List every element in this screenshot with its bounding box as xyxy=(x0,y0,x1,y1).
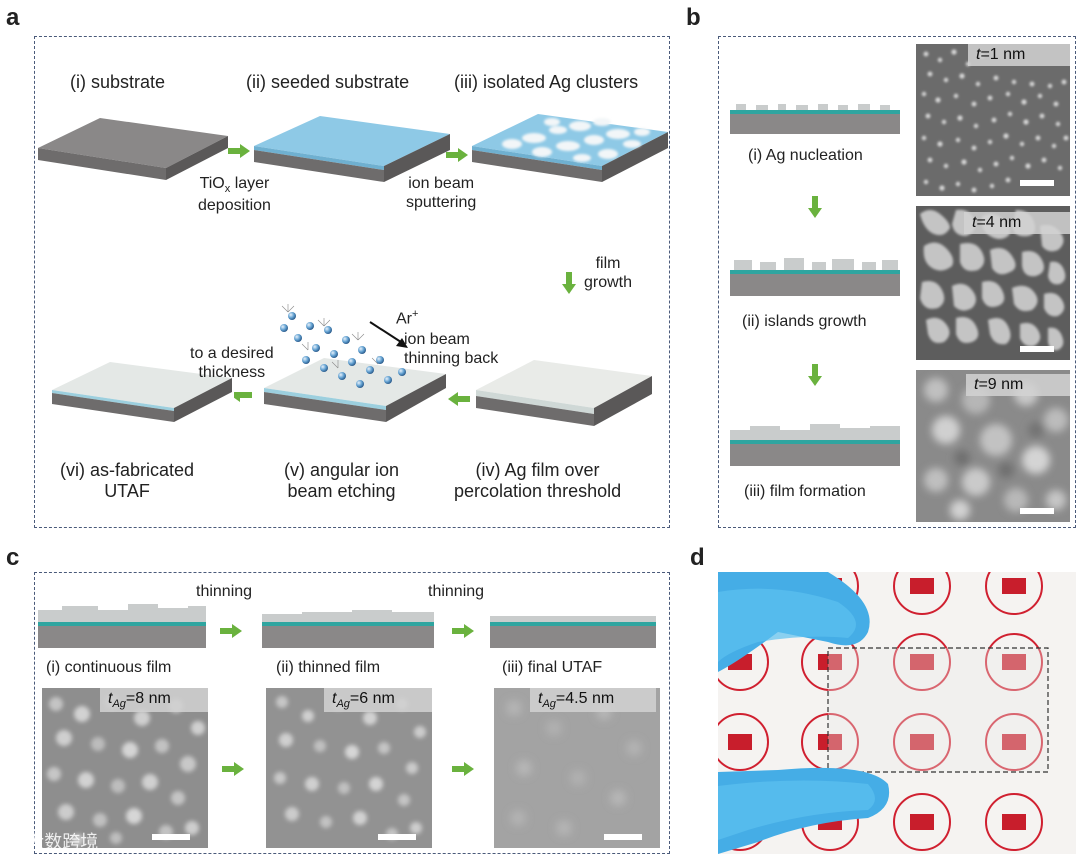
arrow-ii-iii xyxy=(446,148,468,162)
c-stage-i-label: (i) continuous film xyxy=(46,659,172,676)
panel-a-letter: a xyxy=(6,4,20,31)
c-sem-arrow-2 xyxy=(452,762,474,776)
thinning-label-2: thinning xyxy=(428,583,485,600)
panel-d-letter: d xyxy=(690,544,705,571)
arrow-iv-v xyxy=(448,392,470,406)
watermark: ☯ 大数跨境 xyxy=(8,832,99,853)
watermark-logo-icon: ☯ xyxy=(8,836,21,852)
panel-c-frame xyxy=(34,572,670,854)
sem-image-9nm: t=9 nm xyxy=(916,370,1070,522)
b-stage-ii-label: (ii) islands growth xyxy=(742,313,867,330)
sem-image-4-5nm: tAg=4.5 nm xyxy=(494,688,660,848)
isolated-clusters-slab xyxy=(472,114,668,182)
seeded-substrate-slab xyxy=(254,116,450,182)
panel-b-frame xyxy=(718,36,1076,528)
sem-image-1nm: t=1 nm xyxy=(916,44,1070,196)
panel-b-letter: b xyxy=(686,4,701,31)
step-ii-label: (ii) seeded substrate xyxy=(246,72,410,92)
step-iii-label: (iii) isolated Ag clusters xyxy=(454,72,639,92)
substrate-slab xyxy=(38,118,228,180)
c-arrow-1 xyxy=(220,624,242,638)
scale-bar xyxy=(152,834,190,840)
b-arrow-2 xyxy=(808,364,822,386)
thinned-film-cross-section xyxy=(262,610,434,648)
ag-film-slab xyxy=(476,360,652,426)
nucleation-cross-section xyxy=(730,104,900,134)
sem-4nm-label: t=4 nm xyxy=(964,212,1070,234)
film-growth-arrow xyxy=(562,272,576,294)
ar-beam-arrow xyxy=(369,321,408,348)
arrow-i-ii xyxy=(228,144,250,158)
c-stage-ii-label: (ii) thinned film xyxy=(276,659,381,676)
final-utaf-cross-section xyxy=(490,616,656,648)
b-stage-i-label: (i) Ag nucleation xyxy=(748,147,863,164)
tiox-deposition-label: TiOx layer deposition xyxy=(198,175,271,215)
etching-slab xyxy=(264,304,446,422)
arrow-v-vi xyxy=(234,392,252,402)
scale-bar xyxy=(378,834,416,840)
sem-image-4nm: t=4 nm xyxy=(916,206,1070,360)
c-sem-arrow-1 xyxy=(222,762,244,776)
glove-icon xyxy=(718,572,890,854)
sem-1nm-label: t=1 nm xyxy=(968,44,1070,66)
scale-bar xyxy=(1020,180,1054,186)
b-arrow-1 xyxy=(808,196,822,218)
scale-bar xyxy=(1020,346,1054,352)
utaf-slab xyxy=(52,362,232,422)
islands-cross-section xyxy=(730,258,900,296)
scale-bar xyxy=(604,834,642,840)
sem-9nm-label: t=9 nm xyxy=(966,374,1070,396)
sem-8nm-label: tAg=8 nm xyxy=(100,688,208,713)
utaf-photo xyxy=(718,572,1076,854)
c-stage-iii-label: (iii) final UTAF xyxy=(502,659,603,676)
sem-4-5nm-label: tAg=4.5 nm xyxy=(530,688,656,713)
step-i-label: (i) substrate xyxy=(70,72,166,92)
sem-6nm-label: tAg=6 nm xyxy=(324,688,432,713)
b-stage-iii-label: (iii) film formation xyxy=(744,483,866,500)
c-arrow-2 xyxy=(452,624,474,638)
film-formation-cross-section xyxy=(730,424,900,466)
ar-ion-label: Ar+ xyxy=(396,308,419,328)
sem-image-8nm: tAg=8 nm xyxy=(42,688,208,848)
sem-image-6nm: tAg=6 nm xyxy=(266,688,432,848)
continuous-film-cross-section xyxy=(38,604,206,648)
panel-c-letter: c xyxy=(6,544,20,571)
scale-bar xyxy=(1020,508,1054,514)
thinning-label-1: thinning xyxy=(196,583,253,600)
panel-a-frame xyxy=(34,36,670,528)
